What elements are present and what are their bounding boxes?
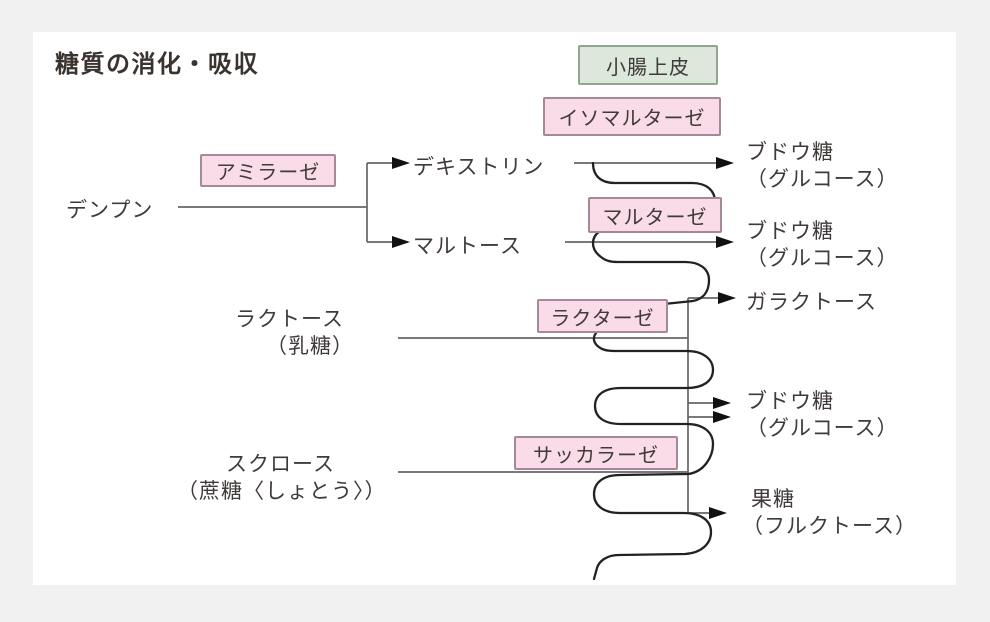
node-sucrose: スクロース （蔗糖〈しょとう〉） [177,451,387,505]
node-sucrose-label: スクロース [226,453,335,476]
node-glucose1-sub: （グルコース） [746,168,899,191]
node-fructose-sub: （フルクトース） [742,515,917,538]
arrow-glucose3b-icon [713,411,731,423]
node-fructose-label: 果糖 [751,488,795,511]
node-glucose2: ブドウ糖 （グルコース） [746,218,899,272]
node-dextrin: デキストリン [413,156,545,179]
node-glucose3-sub: （グルコース） [746,417,899,440]
node-glucose1-label: ブドウ糖 [746,141,834,164]
arrow-glucose2-icon [716,236,734,248]
node-sucrose-sub: （蔗糖〈しょとう〉） [177,480,387,503]
membrane-line [591,161,717,581]
enzyme-saccharase: サッカラーゼ [514,436,678,470]
arrow-glucose3a-icon [713,397,731,409]
node-lactose-label: ラクトース [235,308,344,331]
arrow-glucose1-icon [716,157,734,169]
node-glucose3: ブドウ糖 （グルコース） [746,388,899,442]
arrow-dextrin-icon [392,157,410,169]
diagram-card [33,32,956,585]
arrow-fructose-icon [709,507,727,519]
enzyme-isomaltase: イソマルターゼ [543,97,721,136]
page-title: 糖質の消化・吸収 [55,51,259,78]
node-glucose1: ブドウ糖 （グルコース） [746,139,899,193]
node-glucose2-sub: （グルコース） [746,247,899,270]
enzyme-amylase: アミラーゼ [200,154,336,187]
node-glucose3-label: ブドウ糖 [746,390,834,413]
node-fructose: 果糖 （フルクトース） [742,486,917,540]
node-starch: デンプン [66,199,154,222]
node-lactose-sub: （乳糖） [266,335,354,358]
enzyme-lactase: ラクターゼ [537,299,668,333]
node-maltose: マルトース [413,235,522,258]
enzyme-maltase: マルターゼ [588,197,722,233]
epithelium-box: 小腸上皮 [578,45,718,85]
node-glucose2-label: ブドウ糖 [746,220,834,243]
arrow-galactose-icon [718,292,736,304]
node-lactose: ラクトース （乳糖） [235,306,354,360]
node-galactose: ガラクトース [746,291,877,314]
arrow-maltose-icon [392,236,410,248]
